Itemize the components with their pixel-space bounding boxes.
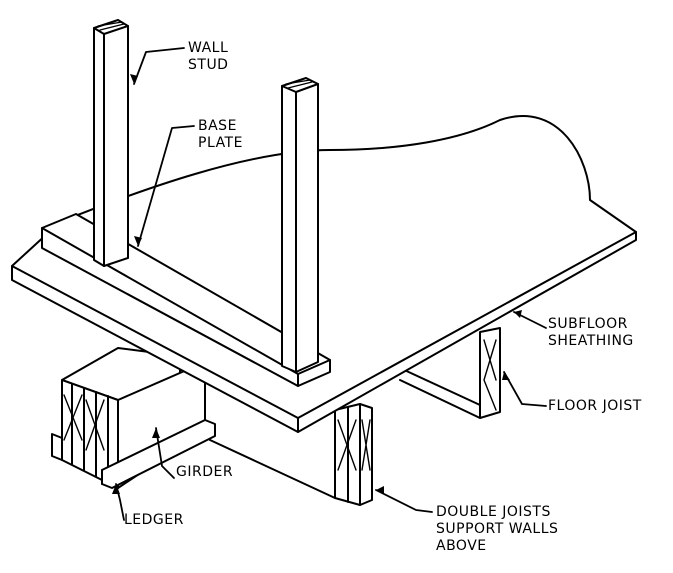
leader-arrowheads bbox=[112, 74, 522, 494]
label-floor-joist: FLOOR JOIST bbox=[548, 398, 642, 414]
label-subfloor-sheathing: SUBFLOOR SHEATHING bbox=[548, 316, 634, 349]
leader-wall-stud bbox=[133, 47, 185, 85]
wall-stud-right bbox=[281, 77, 319, 373]
floor-joist bbox=[399, 327, 501, 419]
leader-lines bbox=[115, 47, 547, 521]
label-double-joists: DOUBLE JOISTS SUPPORT WALLS ABOVE bbox=[436, 504, 559, 554]
label-base-plate: BASE PLATE bbox=[198, 118, 243, 151]
double-joists bbox=[209, 403, 373, 506]
subfloor-sheathing-panel bbox=[11, 115, 637, 433]
leader-floor-joist bbox=[503, 371, 547, 407]
label-wall-stud: WALL STUD bbox=[188, 40, 229, 73]
leader-base-plate bbox=[137, 125, 195, 247]
label-girder: GIRDER bbox=[176, 464, 234, 480]
leader-girder bbox=[155, 427, 175, 479]
leader-double-joists bbox=[375, 489, 433, 513]
wall-stud-left bbox=[93, 19, 129, 267]
label-ledger: LEDGER bbox=[124, 512, 184, 528]
ledger-strip bbox=[51, 419, 216, 489]
